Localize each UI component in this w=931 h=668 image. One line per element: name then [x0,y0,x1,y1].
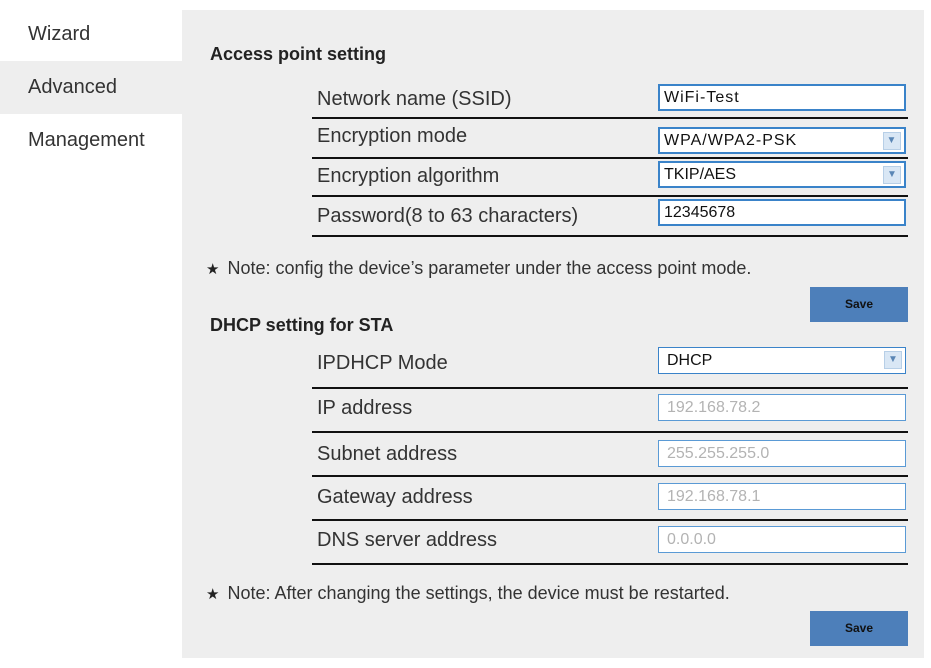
dhcp-save-button[interactable]: Save [810,611,908,646]
sidebar: Wizard Advanced Management [0,0,182,668]
sidebar-item-advanced[interactable]: Advanced [0,61,182,114]
encryption-mode-select[interactable]: WPA/WPA2-PSK ▼ [658,127,906,154]
dns-server-label: DNS server address [317,529,498,551]
subnet-address-label: Subnet address [317,443,458,465]
sidebar-item-management[interactable]: Management [28,129,145,151]
main-panel: Access point setting Network name (SSID)… [182,10,924,658]
chevron-down-icon[interactable]: ▼ [884,351,902,369]
access-point-section-title: Access point setting [210,44,387,64]
dhcp-note: ★ Note: After changing the settings, the … [206,583,730,604]
gateway-address-label: Gateway address [317,486,473,508]
ssid-row: Network name (SSID) [312,79,908,119]
dhcp-mode-row: IPDHCP Mode [312,345,908,389]
dhcp-mode-label: IPDHCP Mode [317,352,448,374]
dhcp-note-text: Note: After changing the settings, the d… [227,583,730,603]
star-icon: ★ [206,586,220,603]
encryption-algorithm-value: TKIP/AES [664,166,737,183]
subnet-address-row: Subnet address [312,433,908,477]
ap-save-button[interactable]: Save [810,287,908,322]
password-label: Password(8 to 63 characters) [317,205,579,227]
encryption-mode-row: Encryption mode [312,119,908,159]
encryption-algorithm-label: Encryption algorithm [317,165,500,187]
gateway-address-row: Gateway address [312,477,908,521]
ap-note-text: Note: config the device’s parameter unde… [227,258,752,278]
ip-address-input[interactable]: 192.168.78.2 [658,394,906,421]
sidebar-item-wizard[interactable]: Wizard [28,23,91,45]
password-input[interactable]: 12345678 [658,199,906,226]
encryption-mode-label: Encryption mode [317,125,468,147]
encryption-algorithm-row: Encryption algorithm [312,157,908,197]
ap-note: ★ Note: config the device’s parameter und… [206,258,751,279]
encryption-mode-value: WPA/WPA2-PSK [664,132,798,149]
dhcp-mode-value: DHCP [667,352,713,369]
dns-server-input[interactable]: 0.0.0.0 [658,526,906,553]
ip-address-label: IP address [317,397,413,419]
chevron-down-icon[interactable]: ▼ [883,166,901,184]
subnet-address-input[interactable]: 255.255.255.0 [658,440,906,467]
encryption-algorithm-select[interactable]: TKIP/AES ▼ [658,161,906,188]
ssid-label: Network name (SSID) [317,88,512,110]
dhcp-mode-select[interactable]: DHCP ▼ [658,347,906,374]
ip-address-row: IP address [312,389,908,433]
password-row: Password(8 to 63 characters) [312,197,908,237]
gateway-address-input[interactable]: 192.168.78.1 [658,483,906,510]
dhcp-section-title: DHCP setting for STA [210,315,394,335]
ssid-input[interactable]: WiFi-Test [658,84,906,111]
dns-server-row: DNS server address [312,521,908,565]
chevron-down-icon[interactable]: ▼ [883,132,901,150]
star-icon: ★ [206,261,220,278]
